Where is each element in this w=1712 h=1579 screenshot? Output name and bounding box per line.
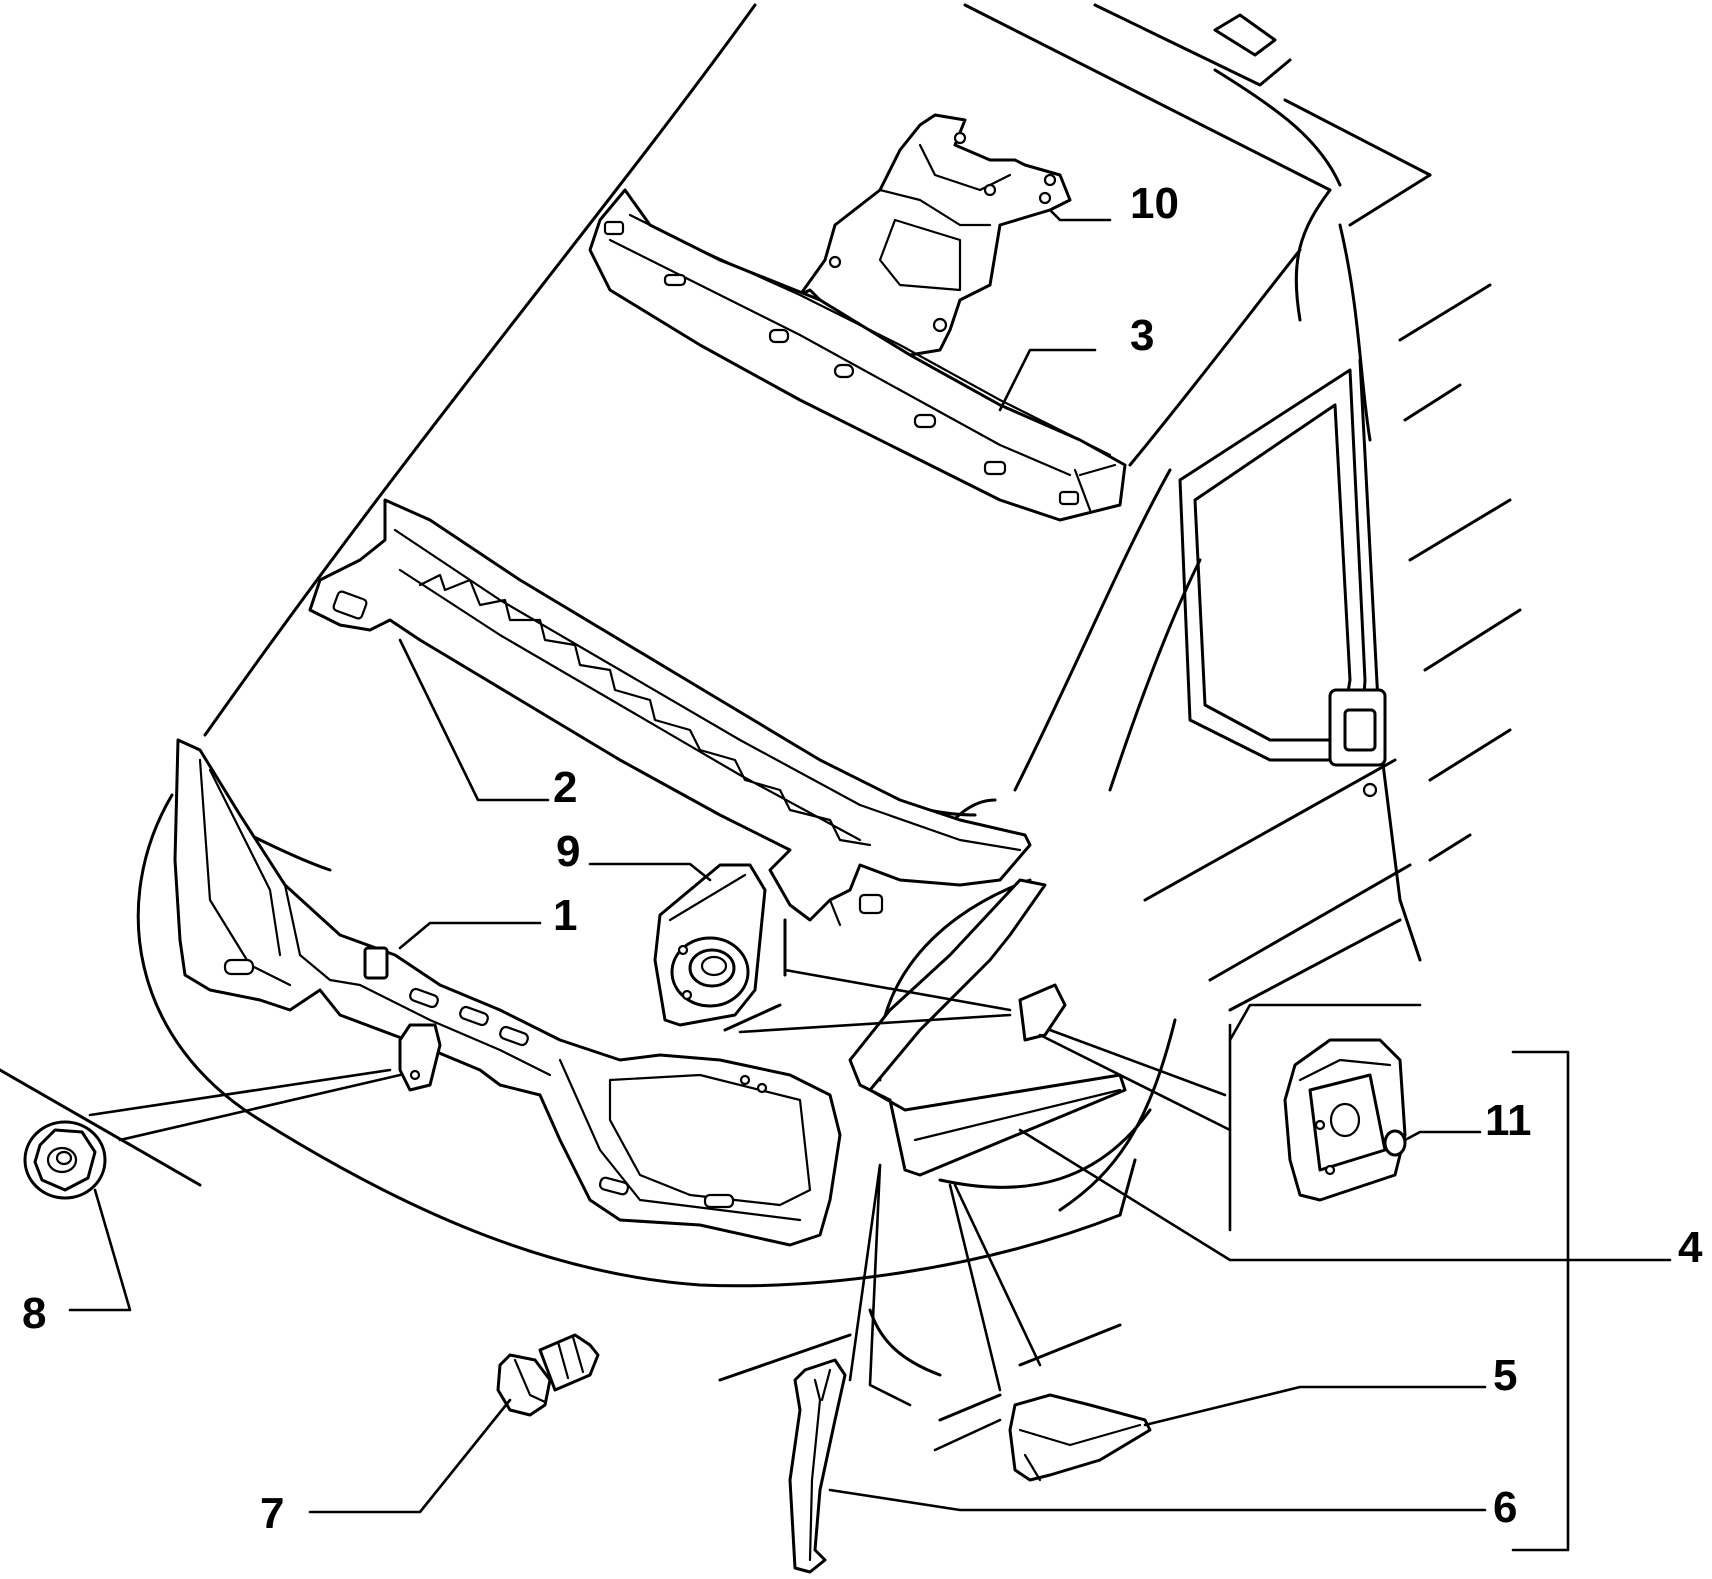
part-11-mount-pad	[1283, 1038, 1407, 1202]
leader-line-11	[1403, 1130, 1482, 1142]
leader-line-5	[1143, 1385, 1487, 1427]
callout-9: 9	[556, 827, 580, 876]
callout-2: 2	[553, 763, 577, 812]
callout-6: 6	[1493, 1483, 1517, 1532]
callout-10: 10	[1130, 179, 1179, 228]
leader-line-1	[398, 921, 542, 950]
group-bracket	[1511, 1050, 1570, 1552]
leader-line-4	[1018, 1128, 1672, 1262]
callout-7: 7	[260, 1489, 284, 1538]
callout-4: 4	[1678, 1223, 1703, 1272]
part-1-front-panel	[173, 738, 842, 1247]
part-2-scuttle-panel	[308, 498, 1032, 927]
leader-line-9	[588, 862, 712, 882]
part-6-pillar-strip	[788, 1358, 847, 1574]
part-9-strut-mount	[653, 863, 767, 1027]
leader-line-8	[68, 1188, 132, 1312]
leader-line-6	[828, 1488, 1487, 1512]
leader-line-2	[398, 638, 550, 802]
callout-1: 1	[553, 891, 577, 940]
part-3-upper-cross-member	[588, 188, 1127, 522]
vehicle-body-outline	[0, 3, 1522, 1422]
part-8-flange-nut	[23, 1120, 107, 1200]
part-7-bolt	[496, 1333, 600, 1417]
callout-5: 5	[1493, 1351, 1517, 1400]
part-4-wheel-arch-panel	[848, 878, 1127, 1177]
callout-3: 3	[1130, 311, 1154, 360]
callout-8: 8	[22, 1289, 46, 1338]
leader-line-10	[1048, 208, 1112, 222]
callout-11: 11	[1485, 1096, 1532, 1145]
leader-lines	[68, 208, 1672, 1552]
leader-line-7	[308, 1398, 512, 1514]
part-5-bracket	[1008, 1393, 1152, 1482]
leader-line-3	[998, 348, 1097, 412]
part-10-roof-plate	[798, 113, 1072, 357]
callout-labels: 10 3 2 9 1 11 4 5 6 7 8	[22, 179, 1703, 1538]
